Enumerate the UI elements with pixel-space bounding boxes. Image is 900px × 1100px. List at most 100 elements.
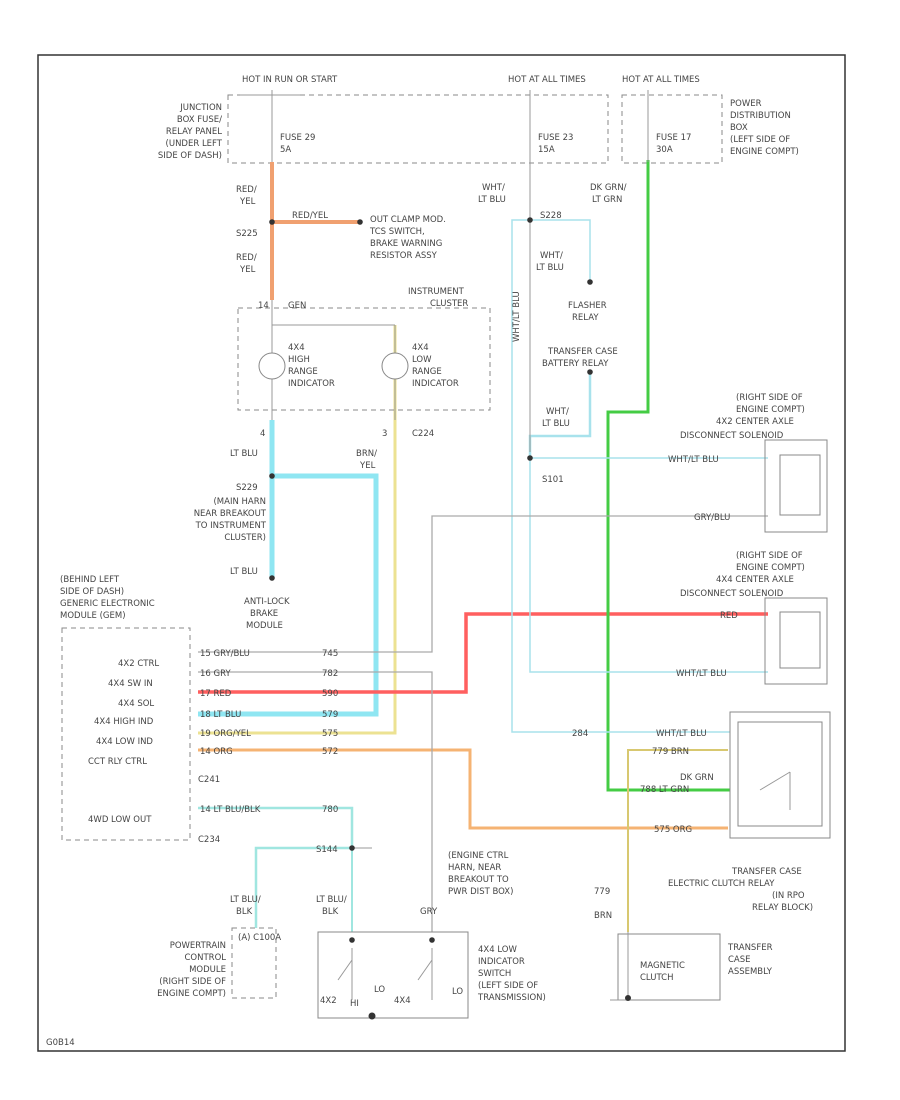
label-brn-2: BRN [594, 911, 612, 921]
label-lt-blu-blk-2a: LT BLU/ [316, 895, 347, 905]
label-wht-lt-blu-top-2: LT BLU [478, 195, 506, 205]
gem-wire-19: 19 ORG/YEL [200, 729, 251, 739]
svg-text:ANTI-LOCK: ANTI-LOCK [244, 597, 290, 607]
svg-text:RELAY PANEL: RELAY PANEL [166, 127, 222, 137]
label-dk-grn-1: DK GRN/ [590, 183, 627, 193]
circuit-572: 572 [322, 747, 338, 757]
svg-text:(LEFT SIDE OF: (LEFT SIDE OF [478, 981, 538, 991]
svg-text:RANGE: RANGE [412, 367, 442, 377]
gem-pin-low-ind: 4X4 LOW IND [96, 737, 153, 747]
label-gen: GEN [288, 301, 306, 311]
svg-text:POWER: POWER [730, 99, 762, 109]
svg-text:TRANSFER CASE: TRANSFER CASE [731, 867, 802, 877]
label-s101: S101 [542, 475, 564, 485]
svg-text:MODULE (GEM): MODULE (GEM) [60, 611, 126, 621]
svg-text:SIDE OF DASH): SIDE OF DASH) [158, 151, 222, 161]
svg-text:(MAIN HARN: (MAIN HARN [213, 497, 266, 507]
high-range-indicator-bulb [258, 352, 286, 380]
circuit-575: 575 [322, 729, 338, 739]
transfer-case-assy-label: TRANSFER CASE ASSEMBLY [727, 943, 773, 977]
gem-pin-low-out: 4WD LOW OUT [88, 815, 152, 825]
node-s225 [269, 219, 275, 225]
axle-switch-box [317, 931, 469, 1019]
label-fuse23-amp: 15A [538, 145, 555, 155]
power-distribution-label: POWER DISTRIBUTION BOX (LEFT SIDE OF ENG… [730, 99, 799, 157]
circuit-590: 590 [322, 689, 338, 699]
transfer-relay-box [729, 711, 831, 839]
node-switch-1 [349, 937, 355, 943]
label-wht-lt-blu-4: WHT/LT BLU [676, 669, 727, 679]
gem-c241: C241 [198, 775, 220, 785]
svg-text:4X4 LOW: 4X4 LOW [478, 945, 517, 955]
label-s229: S229 [236, 483, 258, 493]
svg-text:PWR DIST BOX): PWR DIST BOX) [448, 887, 513, 897]
gem-pin-high-ind: 4X4 HIGH IND [94, 717, 154, 727]
diagram-frame [37, 54, 846, 1052]
power-distribution-box-outline [621, 94, 723, 164]
wire-lt-blu-branch [198, 473, 379, 717]
label-red-1: RED/ [236, 185, 257, 195]
gem-wire-18: 18 LT BLU [200, 710, 241, 720]
high-range-label: 4X4 HIGH RANGE INDICATOR [288, 343, 335, 389]
label-brn-yel-2: YEL [359, 461, 376, 471]
label-yel-2: YEL [239, 265, 256, 275]
svg-text:(RIGHT SIDE OF: (RIGHT SIDE OF [736, 393, 803, 403]
transfer-relay-inner [737, 721, 823, 827]
node-clutch-ground [625, 995, 631, 1001]
node-switch-ground [368, 1012, 376, 1020]
label-tc-relay-1: TRANSFER CASE [547, 347, 618, 357]
label-red-2: RED/ [236, 253, 257, 263]
solenoid-4x2-label: (RIGHT SIDE OF ENGINE COMPT) 4X2 CENTER … [680, 393, 805, 441]
label-fuse17: FUSE 17 [656, 133, 691, 143]
svg-text:TRANSMISSION): TRANSMISSION) [477, 993, 546, 1003]
svg-text:(RIGHT SIDE OF: (RIGHT SIDE OF [736, 551, 803, 561]
label-hot-all-times-2: HOT AT ALL TIMES [622, 75, 700, 85]
label-magnetic-1: MAGNETIC [640, 961, 685, 971]
svg-text:CASE: CASE [728, 955, 751, 965]
svg-text:POWERTRAIN: POWERTRAIN [170, 941, 226, 951]
wire-gry-blu [198, 515, 768, 653]
label-284: 284 [572, 729, 588, 739]
svg-text:BREAKOUT TO: BREAKOUT TO [448, 875, 509, 885]
svg-text:TO INSTRUMENT: TO INSTRUMENT [195, 521, 267, 531]
gem-wire-14b: 14 LT BLU/BLK [200, 805, 261, 815]
label-pcm-conn: (A) C100A [238, 933, 281, 943]
clamp-label: OUT CLAMP MOD. TCS SWITCH, BRAKE WARNING… [369, 215, 446, 261]
pcm-box [231, 927, 277, 999]
switch-contact-1 [337, 948, 353, 1000]
low-range-indicator-bulb [381, 352, 409, 380]
svg-text:4X2 CENTER AXLE: 4X2 CENTER AXLE [716, 417, 794, 427]
label-tc-relay-2: BATTERY RELAY [542, 359, 609, 369]
node-s229 [269, 473, 275, 479]
circuit-745: 745 [322, 649, 338, 659]
svg-text:ELECTRIC CLUTCH RELAY: ELECTRIC CLUTCH RELAY [668, 879, 775, 889]
solenoid-4x2-inner [779, 454, 821, 516]
label-fuse17-amp: 30A [656, 145, 673, 155]
svg-text:SWITCH: SWITCH [478, 969, 511, 979]
wire-wht-lt-blu-long [511, 219, 730, 733]
gem-module-box [61, 627, 191, 841]
label-wht-flasher-1: WHT/ [540, 251, 563, 261]
node-flasher [587, 279, 593, 285]
label-pin4: 4 [260, 429, 265, 439]
relay-contact [759, 771, 791, 810]
label-cluster-1: INSTRUMENT [408, 287, 465, 297]
label-org-pin: 575 ORG [654, 825, 692, 835]
gem-pin-4x2-ctrl: 4X2 CTRL [118, 659, 159, 669]
label-hot-run-start: HOT IN RUN OR START [242, 75, 338, 85]
svg-text:HIGH: HIGH [288, 355, 310, 365]
svg-text:(ENGINE CTRL: (ENGINE CTRL [448, 851, 509, 861]
svg-text:4X4: 4X4 [288, 343, 305, 353]
svg-text:(BEHIND LEFT: (BEHIND LEFT [60, 575, 120, 585]
label-lt-grn-pin: 788 LT GRN [640, 785, 689, 795]
svg-text:RELAY BLOCK): RELAY BLOCK) [752, 903, 813, 913]
label-wht-vertical: WHT/LT BLU [512, 291, 522, 342]
solenoid-4x4-box [764, 597, 828, 685]
wire-wht-lt-blu [530, 219, 591, 282]
node-s101 [527, 455, 533, 461]
label-wht-lt-blu-5: WHT/LT BLU [656, 729, 707, 739]
switch-contact-2 [417, 948, 433, 1000]
svg-text:(UNDER LEFT: (UNDER LEFT [166, 139, 223, 149]
engine-ctrl-label: (ENGINE CTRL HARN, NEAR BREAKOUT TO PWR … [448, 851, 513, 897]
svg-text:NEAR BREAKOUT: NEAR BREAKOUT [194, 509, 267, 519]
